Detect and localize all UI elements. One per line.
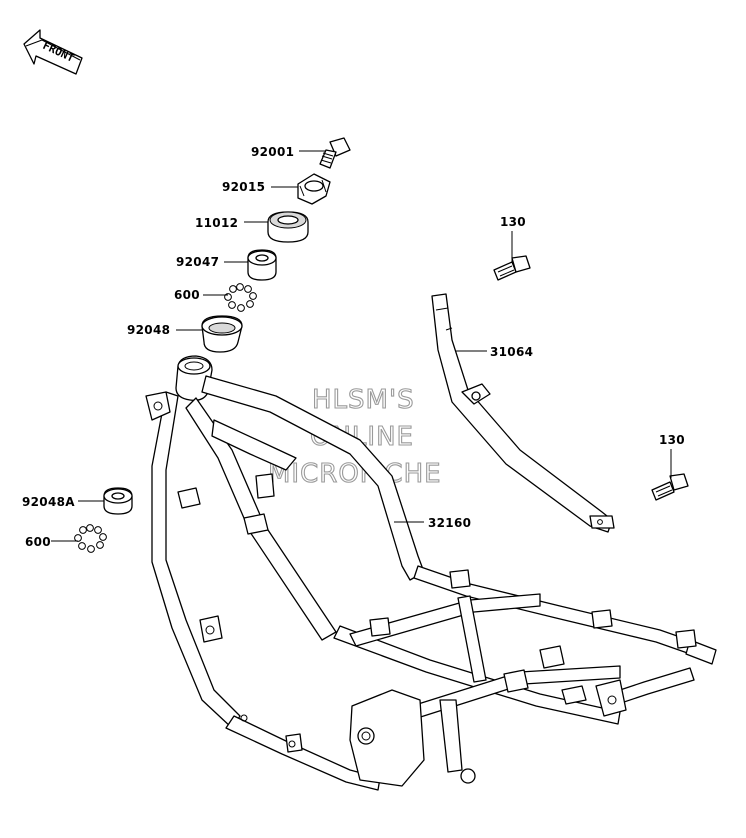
part-11012-ring (267, 211, 309, 243)
label-11012: 11012 (195, 216, 238, 230)
label-31064: 31064 (490, 345, 533, 359)
part-600-balls-lower (74, 524, 107, 553)
label-92015: 92015 (222, 180, 265, 194)
part-32160-main-frame (145, 355, 717, 791)
label-600-lower: 600 (25, 535, 51, 549)
leader-lines (51, 150, 672, 542)
label-92047: 92047 (176, 255, 219, 269)
part-92001-bolt (319, 137, 351, 169)
part-92048A-cup (103, 487, 133, 515)
part-130-bolt-lower (651, 473, 689, 501)
part-31064-subframe (431, 293, 615, 533)
watermark-line-3: MICROFICHE (268, 459, 442, 489)
label-92048: 92048 (127, 323, 170, 337)
front-arrow-icon: FRONT (23, 29, 83, 75)
part-92047-bushing (247, 249, 277, 281)
label-92001: 92001 (251, 145, 294, 159)
label-600-upper: 600 (174, 288, 200, 302)
label-130-lower: 130 (659, 433, 685, 447)
part-130-bolt-upper (493, 255, 531, 281)
part-92015-collar (297, 173, 331, 205)
watermark-line-1: HLSM'S (312, 385, 415, 415)
label-130-upper: 130 (500, 215, 526, 229)
label-32160: 32160 (428, 516, 471, 530)
part-92048-cup (201, 315, 243, 353)
part-600-balls-upper (224, 283, 257, 312)
label-92048A: 92048A (22, 495, 75, 509)
